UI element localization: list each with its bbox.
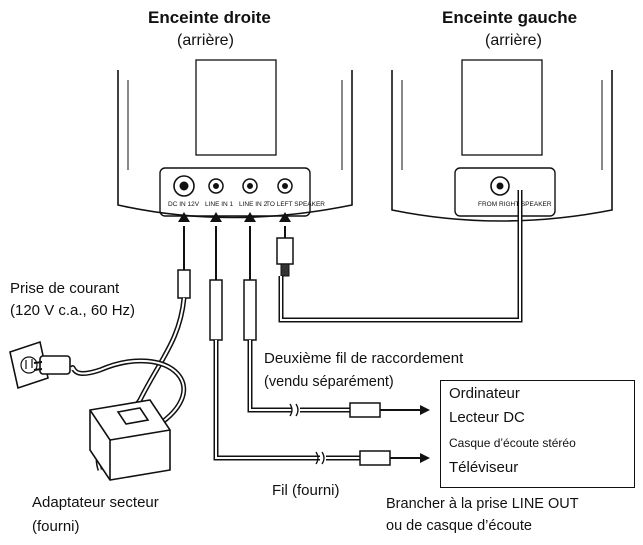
wall-outlet-icon: [9, 340, 71, 390]
power-spec-label: (120 V c.a., 60 Hz): [10, 302, 136, 319]
line-in-1-label: LINE IN 1: [205, 201, 234, 208]
dc-jack-icon[interactable]: [173, 175, 195, 197]
left-speaker-subtitle: (arrière): [485, 32, 542, 49]
left-speaker: [391, 59, 613, 222]
left-speaker-title: Enceinte gauche: [442, 8, 578, 27]
connect-instruction-2: ou de casque d’écoute: [386, 518, 532, 534]
second-cable-label: Deuxième fil de raccordement: [264, 350, 464, 367]
line-in-2-label: LINE IN 2: [239, 201, 268, 208]
right-speaker-title: Enceinte droite: [148, 8, 271, 27]
right-speaker-subtitle: (arrière): [177, 32, 234, 49]
device-computer: Ordinateur: [449, 385, 520, 402]
cable-supplied-label: Fil (fourni): [272, 482, 340, 499]
adapter-label: Adaptateur secteur: [32, 494, 159, 511]
right-speaker: [117, 59, 353, 219]
to-left-speaker-label: TO LEFT SPEAKER: [266, 201, 325, 208]
connect-instruction-1: Brancher à la prise LINE OUT: [386, 496, 579, 512]
device-cd-player: Lecteur DC: [449, 409, 525, 426]
power-cable: [70, 226, 191, 471]
dc-jack-label: DC IN 12V: [168, 201, 200, 208]
line-in-2-jack-icon[interactable]: [242, 178, 258, 194]
speaker-link-cable: [276, 190, 523, 323]
audio-cable-supplied: [209, 226, 420, 466]
adapter-note: (fourni): [32, 518, 80, 535]
power-adapter-icon: [89, 399, 171, 481]
audio-cable-optional: [243, 226, 420, 418]
line-in-1-jack-icon[interactable]: [208, 178, 224, 194]
device-stereo-headphones: Casque d’écoute stéréo: [449, 436, 576, 450]
to-left-speaker-jack-icon[interactable]: [277, 178, 293, 194]
device-tv: Téléviseur: [449, 459, 519, 476]
power-plug-label: Prise de courant: [10, 280, 120, 297]
second-cable-note: (vendu séparément): [264, 374, 394, 390]
device-list: Ordinateur Lecteur DC Casque d’écoute st…: [440, 380, 635, 488]
from-right-speaker-label: FROM RIGHT SPEAKER: [478, 201, 552, 208]
from-right-speaker-jack-icon[interactable]: [490, 176, 510, 196]
